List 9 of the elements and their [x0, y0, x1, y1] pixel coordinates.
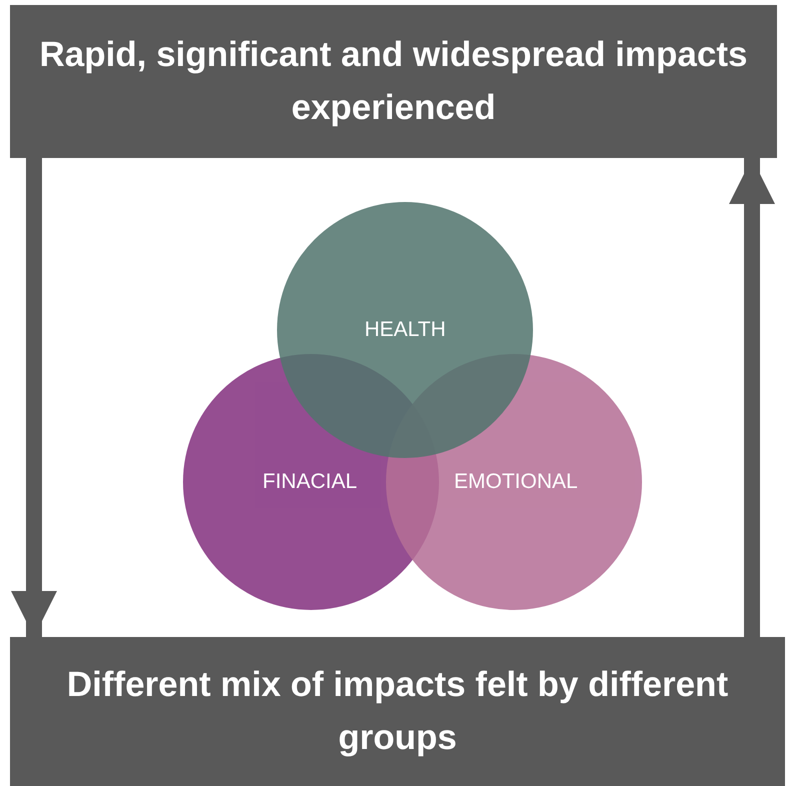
arrow [729, 158, 775, 637]
circle-label: EMOTIONAL [454, 470, 578, 494]
header-banner [10, 5, 777, 158]
circle-label: HEALTH [364, 318, 446, 342]
banner-text: Different mix of impacts felt by different groups [66, 664, 730, 758]
arrow [11, 158, 57, 637]
footer-banner [10, 637, 785, 786]
circle-label: FINACIAL [262, 470, 358, 494]
banner-text: Rapid, significant and widespread impacts experienced [38, 34, 748, 128]
